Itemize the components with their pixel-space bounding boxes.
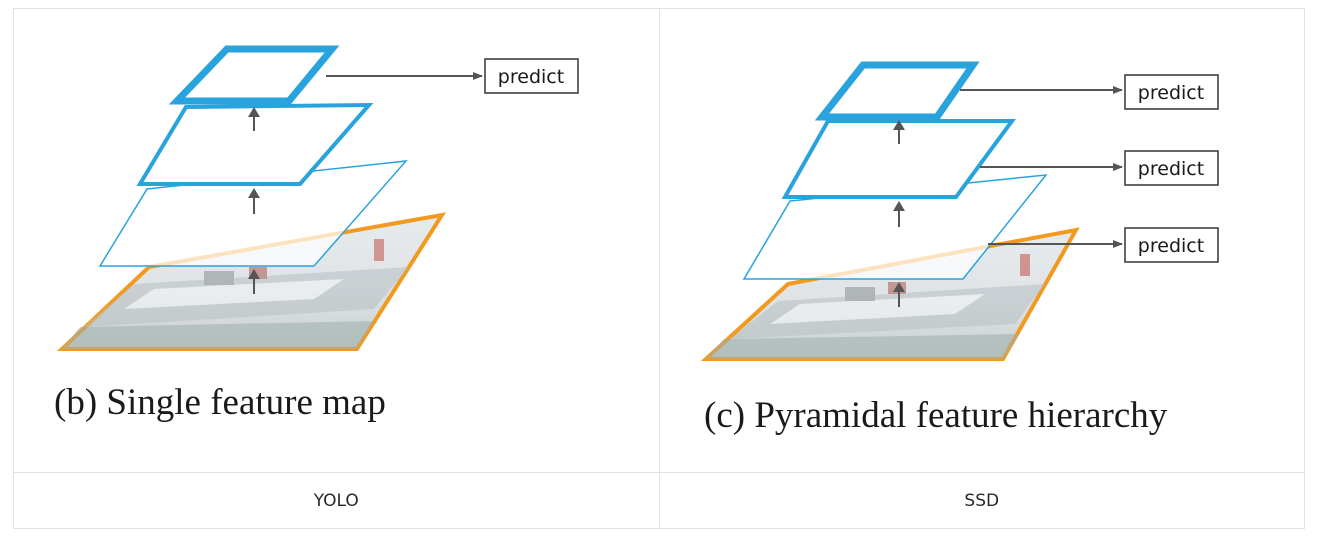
ssd-figure-cell: predict predict predict (c) Pyramidal fe… — [658, 8, 1305, 473]
predict-label: predict — [498, 66, 564, 88]
label-row: YOLO SSD — [13, 472, 1305, 529]
predict-box — [484, 58, 579, 94]
figure-caption: (b) Single feature map — [54, 382, 386, 423]
ssd-diagram: predict predict predict (c) Pyramidal fe… — [700, 61, 1219, 436]
predict-label: predict — [1137, 158, 1203, 180]
yolo-label: YOLO — [13, 472, 660, 529]
predict-label: predict — [1137, 82, 1203, 104]
up-arrow-icon — [892, 282, 905, 307]
feature-layer-2 — [781, 119, 1016, 199]
yolo-diagram: predict (b) Single feature map — [54, 45, 579, 423]
yolo-figure-cell: predict (b) Single feature map — [13, 8, 660, 473]
feature-layer-1 — [814, 61, 980, 121]
predict-box — [1123, 150, 1219, 186]
feature-layer-2 — [136, 102, 374, 186]
image-row: predict (b) Single feature map — [13, 8, 1305, 473]
figure-caption: (c) Pyramidal feature hierarchy — [704, 395, 1168, 436]
comparison-table: predict (b) Single feature map — [13, 8, 1305, 529]
feature-layer-1 — [168, 45, 340, 105]
up-arrow-icon — [248, 269, 260, 294]
boat-image — [705, 254, 1045, 359]
ssd-label: SSD — [658, 472, 1305, 529]
predict-label: predict — [1137, 235, 1203, 257]
up-arrow-icon — [248, 188, 260, 214]
figure-table: predict (b) Single feature map — [13, 8, 1305, 529]
boat-image — [62, 239, 409, 349]
up-arrow-icon — [892, 201, 905, 227]
up-arrow-icon — [892, 120, 905, 144]
predict-box — [1123, 74, 1219, 110]
predict-box — [1123, 227, 1219, 263]
up-arrow-icon — [248, 107, 260, 131]
